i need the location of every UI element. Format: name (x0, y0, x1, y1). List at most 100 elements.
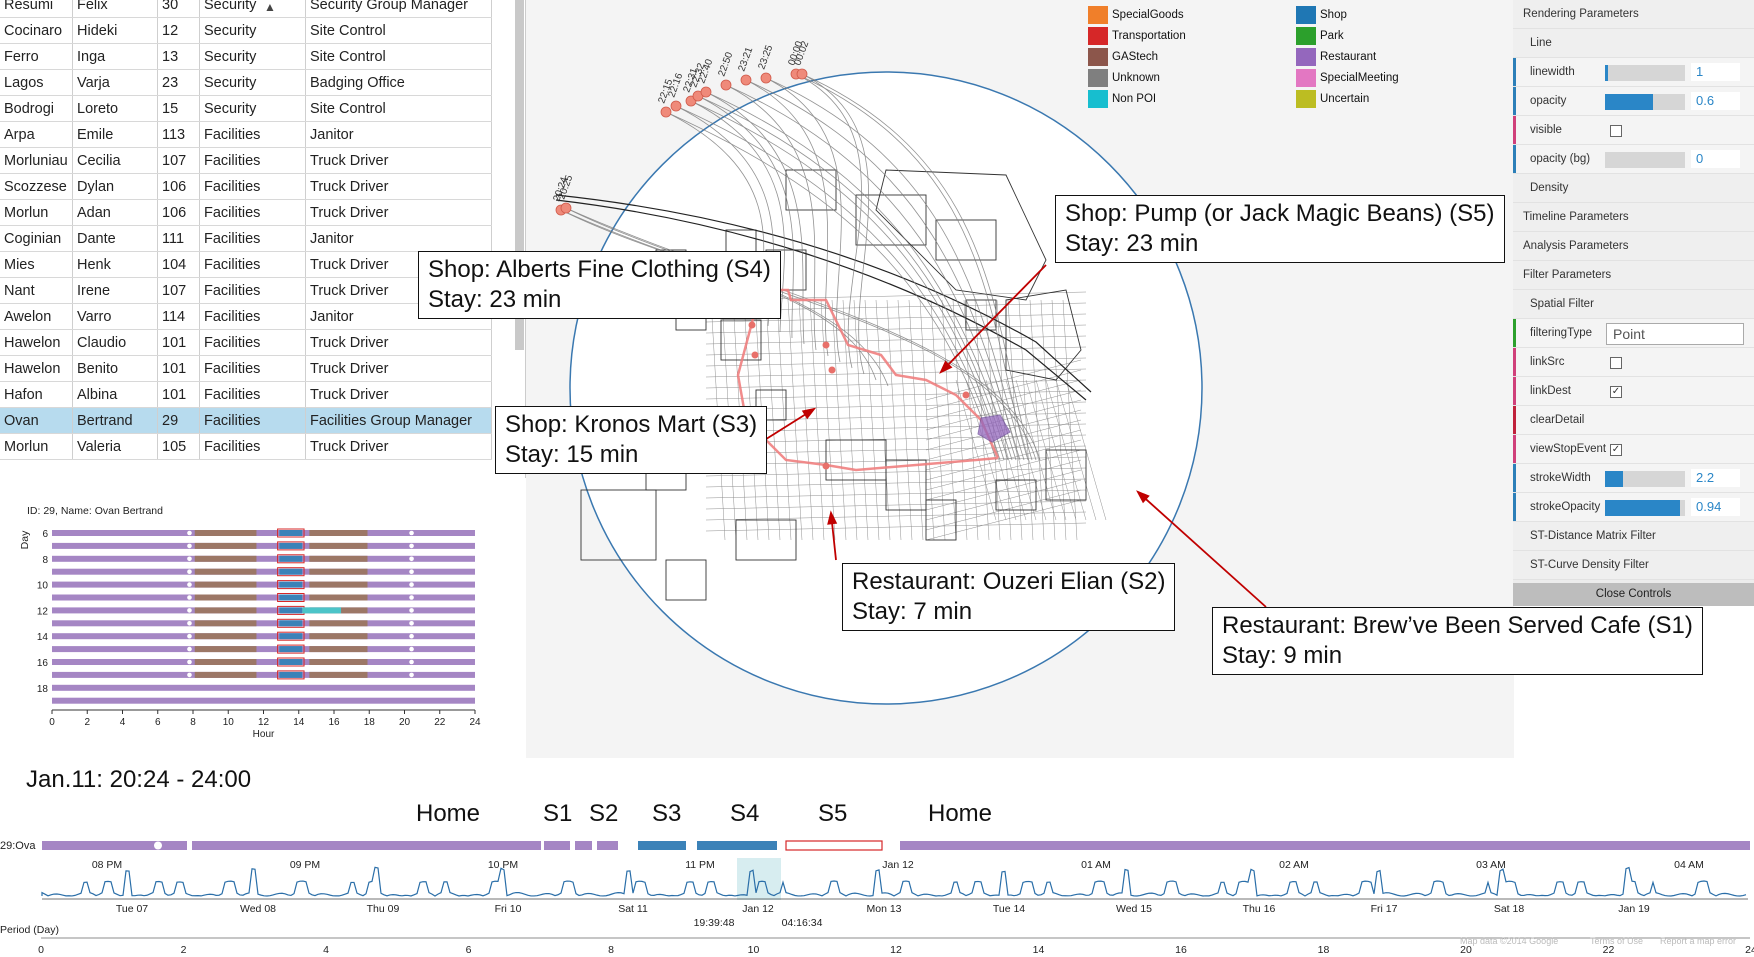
legend-swatch (1296, 90, 1316, 108)
caret-up-icon[interactable]: ▲ (264, 0, 276, 14)
title-cell: Truck Driver (305, 199, 492, 226)
street-line (908, 299, 924, 541)
stop-label-s2: S2 (589, 800, 619, 827)
table-scrollbar[interactable] (515, 0, 524, 350)
restaurant-poi-polygon[interactable] (977, 414, 1011, 443)
stop-marker[interactable] (751, 351, 759, 359)
filtering-type-select[interactable]: Point (1606, 323, 1744, 345)
trajectory-endpoint[interactable] (670, 100, 682, 112)
link-dest-checkbox[interactable]: ✓ (1610, 386, 1622, 398)
stroke-width-input[interactable]: 2.2 (1691, 469, 1740, 487)
building-block (885, 459, 927, 511)
legend-item[interactable]: SpecialMeeting (1296, 69, 1399, 87)
section-rendering-parameters[interactable]: Rendering Parameters (1513, 0, 1754, 29)
title-cell: Janitor (305, 225, 492, 252)
trajectory-endpoint[interactable] (720, 79, 732, 91)
stop-marker[interactable] (748, 321, 756, 329)
section-density[interactable]: Density (1513, 174, 1754, 203)
legend-item[interactable]: Non POI (1088, 90, 1156, 108)
street-line (875, 299, 891, 541)
legend-item[interactable]: GAStech (1088, 48, 1158, 66)
opacity-slider[interactable] (1605, 94, 1685, 110)
section-label: ST-Distance Matrix Filter (1530, 530, 1656, 542)
district-outline (875, 169, 1047, 301)
legend-item[interactable]: Unknown (1088, 69, 1160, 87)
building-block (735, 519, 797, 561)
stop-marker[interactable] (962, 391, 970, 399)
day-row-work-pm (309, 620, 368, 627)
legend-swatch (1296, 48, 1316, 66)
link-src-checkbox[interactable] (1610, 357, 1622, 369)
stroke-opacity-input[interactable]: 0.94 (1691, 498, 1740, 516)
trajectory-endpoint[interactable] (740, 74, 752, 86)
first-name-cell: Albina (72, 381, 158, 408)
opacity-input[interactable]: 0.6 (1691, 92, 1740, 110)
stop-marker[interactable] (822, 341, 830, 349)
section-line[interactable]: Line (1513, 29, 1754, 58)
trajectory-endpoint[interactable] (560, 202, 572, 214)
slider-fill (1605, 500, 1681, 516)
legend-item[interactable]: Park (1296, 27, 1344, 45)
section-st-distance[interactable]: ST-Distance Matrix Filter (1513, 522, 1754, 551)
stroke-opacity-slider[interactable] (1605, 500, 1685, 516)
linewidth-input[interactable]: 1 (1691, 63, 1740, 81)
legend-item[interactable]: Shop (1296, 6, 1347, 24)
stop-marker[interactable] (828, 366, 836, 374)
stop-marker[interactable] (822, 462, 830, 470)
activity-gap (880, 841, 900, 850)
day-row-highlight (277, 644, 305, 654)
section-spatial-filter[interactable]: Spatial Filter (1513, 290, 1754, 319)
close-controls-button[interactable]: Close Controls (1513, 583, 1754, 606)
view-stop-event-checkbox[interactable]: ✓ (1610, 444, 1622, 456)
stroke-width-slider[interactable] (1605, 471, 1685, 487)
trajectory-endpoint[interactable] (660, 106, 672, 118)
control-clear-detail[interactable]: clearDetail (1513, 406, 1754, 435)
opacity-bg-input[interactable]: 0 (1691, 150, 1740, 168)
building-block (935, 219, 997, 261)
section-st-curve[interactable]: ST-Curve Density Filter (1513, 551, 1754, 580)
section-timeline-parameters[interactable]: Timeline Parameters (1513, 203, 1754, 232)
opacity-bg-slider[interactable] (1605, 152, 1685, 168)
legend-item[interactable]: Uncertain (1296, 90, 1369, 108)
last-name-cell: Hawelon (0, 329, 73, 356)
legend-item[interactable]: Restaurant (1296, 48, 1376, 66)
section-analysis-parameters[interactable]: Analysis Parameters (1513, 232, 1754, 261)
trajectory-curve (801, 73, 1033, 461)
map-attribution: Report a map error (1660, 936, 1736, 946)
period-tick-label: 6 (466, 944, 472, 956)
street-line (705, 357, 1087, 367)
day-row-highlight (277, 618, 305, 628)
trajectory-endpoint[interactable] (700, 86, 712, 98)
day-row-marker (409, 672, 414, 678)
linewidth-slider[interactable] (1605, 65, 1685, 81)
callout-arrow (1137, 491, 1267, 608)
trajectory-endpoint[interactable] (760, 72, 772, 84)
trajectory-endpoint[interactable] (796, 68, 808, 80)
legend-item[interactable]: SpecialGoods (1088, 6, 1184, 24)
id-cell: 107 (157, 277, 200, 304)
section-filter-parameters[interactable]: Filter Parameters (1513, 261, 1754, 290)
timeline-brush[interactable] (737, 858, 781, 900)
legend-item[interactable]: Transportation (1088, 27, 1186, 45)
visible-checkbox[interactable] (1610, 125, 1622, 137)
last-name-cell: Scozzese (0, 173, 73, 200)
